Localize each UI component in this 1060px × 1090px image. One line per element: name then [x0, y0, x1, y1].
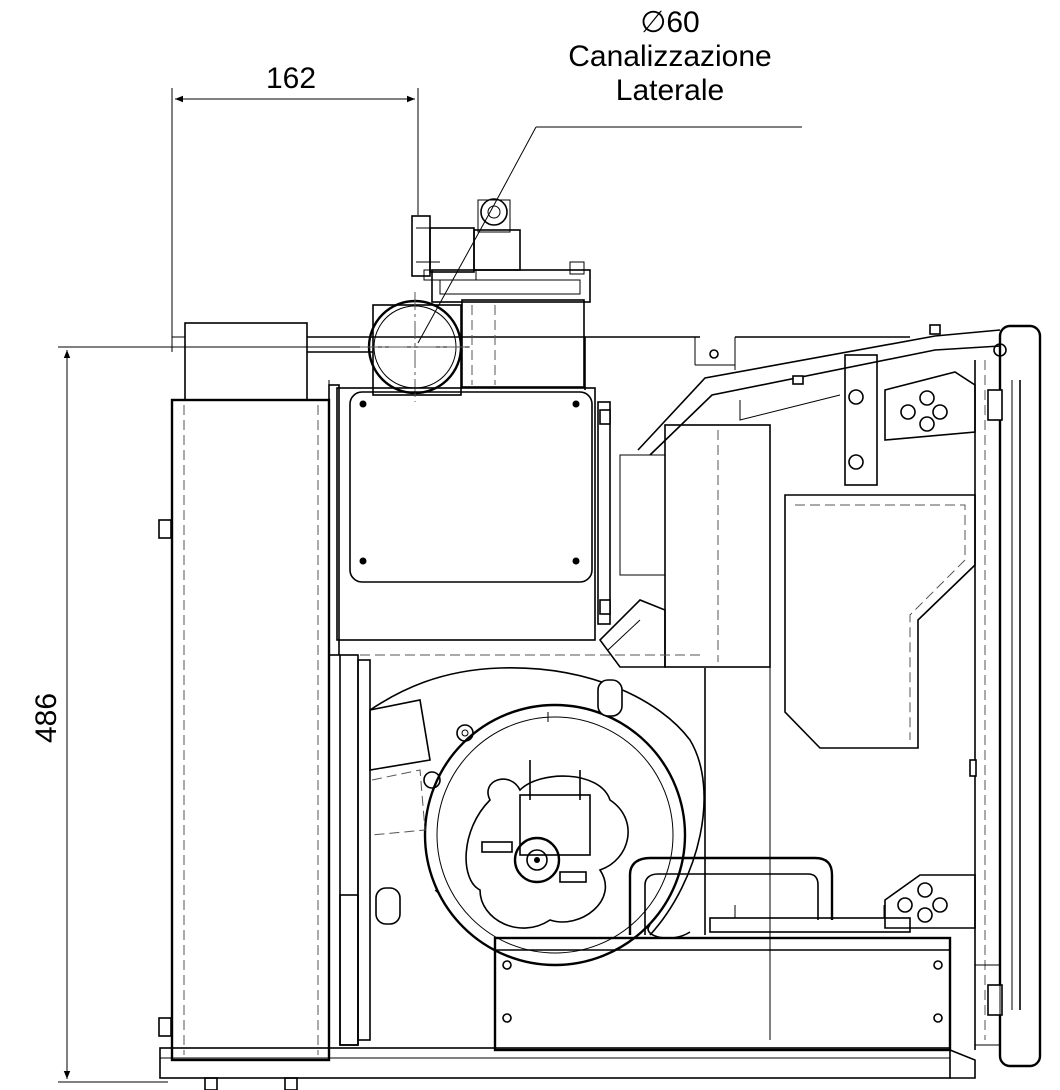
- height-dimension: [58, 346, 470, 1083]
- blower-fan: [339, 654, 706, 1046]
- upper-right-frame: [637, 324, 1001, 486]
- duct-diameter: ∅60: [530, 6, 810, 40]
- callout-line-1: Canalizzazione: [568, 40, 772, 73]
- ash-chute-panel: [769, 430, 977, 1040]
- width-dimension: [171, 88, 419, 352]
- left-housing: [158, 322, 340, 1062]
- diameter-icon: ∅: [640, 6, 667, 39]
- side-duct: [360, 292, 470, 402]
- chimney-block: [598, 424, 771, 668]
- duct-callout: ∅60 Canalizzazione Laterale: [530, 6, 810, 108]
- width-dimension-label: 162: [266, 62, 317, 95]
- top-motor-assembly: [411, 198, 591, 388]
- diameter-value: 60: [666, 6, 700, 39]
- handle-tube: [628, 856, 911, 935]
- lower-right-bracket: [884, 874, 976, 929]
- height-dimension-label: 486: [30, 692, 64, 744]
- control-box: [336, 387, 611, 641]
- callout-line-2: Laterale: [615, 74, 725, 107]
- hopper-base: [159, 894, 1001, 1090]
- front-door: [974, 324, 1042, 1068]
- top-plate: [307, 336, 910, 390]
- callout-leader: [417, 126, 802, 344]
